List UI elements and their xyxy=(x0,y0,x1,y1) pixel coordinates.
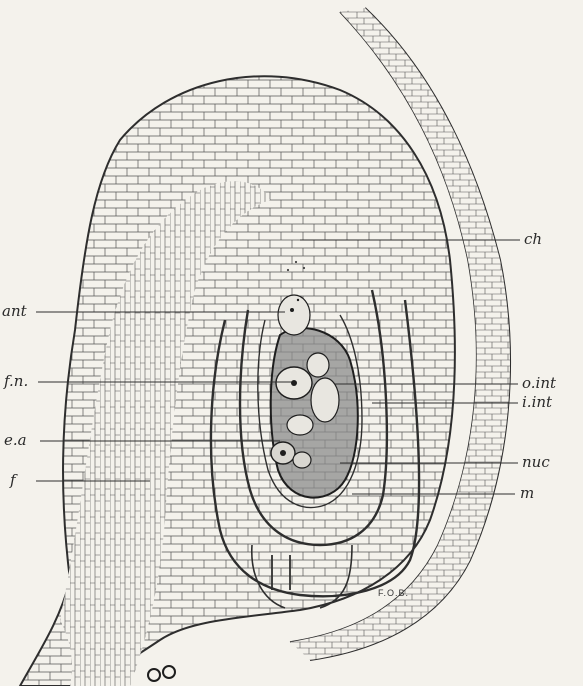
antipodals xyxy=(278,295,310,335)
label-ch: ch xyxy=(524,232,542,247)
label-ant: ant xyxy=(2,304,27,319)
label-nuc: nuc xyxy=(522,455,550,470)
vascular-strand xyxy=(148,669,160,681)
label-ea: e.a xyxy=(4,433,27,448)
label-iint: i.int xyxy=(522,395,552,410)
artist-signature: F.O.B. xyxy=(378,588,409,598)
label-m: m xyxy=(520,486,534,501)
label-f: f xyxy=(10,473,16,488)
label-oint: o.int xyxy=(522,376,556,391)
label-fn: f.n. xyxy=(4,374,28,389)
